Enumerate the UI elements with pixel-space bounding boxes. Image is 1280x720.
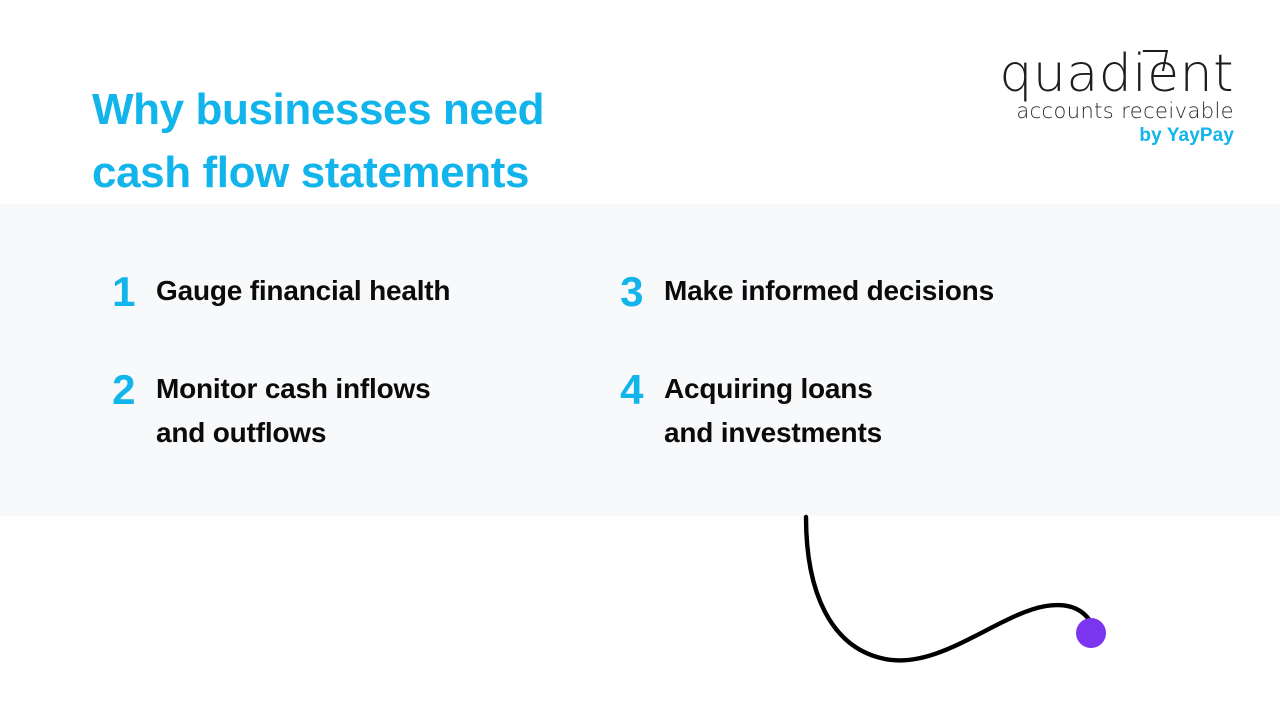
list-item-number: 2: [112, 366, 135, 413]
benefits-panel: 1 Gauge financial health 2 Monitor cash …: [0, 204, 1280, 516]
list-item-label: Make informed decisions: [664, 275, 994, 306]
logo-subtitle-text: accounts receivable: [1016, 99, 1234, 123]
logo-wordmark-text: quadient: [999, 44, 1234, 104]
decorative-swoosh: [760, 496, 1160, 696]
page-title: Why businesses need cash flow statements: [92, 85, 545, 198]
swoosh-curve-path: [803, 514, 1097, 663]
list-item: 4 Acquiring loans and investments: [600, 364, 1220, 455]
list-item-label: Gauge financial health: [156, 275, 451, 306]
benefits-list: 1 Gauge financial health 2 Monitor cash …: [0, 204, 1280, 516]
slide-header: Why businesses need cash flow statements…: [0, 0, 1280, 204]
quadient-logo: quadient accounts receivable by YayPay: [998, 44, 1234, 148]
list-item: 1 Gauge financial health: [92, 266, 592, 318]
list-item-label: Monitor cash inflows and outflows: [156, 373, 431, 448]
logo-byline-text: by YayPay: [1139, 125, 1234, 146]
list-item-number: 4: [620, 366, 643, 413]
list-item-number: 1: [112, 268, 135, 315]
list-item: 3 Make informed decisions: [600, 266, 1220, 318]
swoosh-end-dot-icon: [1076, 618, 1106, 648]
logo-bracket-icon: [1138, 50, 1169, 71]
list-item-number: 3: [620, 268, 643, 315]
list-item-label: Acquiring loans and investments: [664, 373, 882, 448]
list-item: 2 Monitor cash inflows and outflows: [92, 364, 592, 455]
